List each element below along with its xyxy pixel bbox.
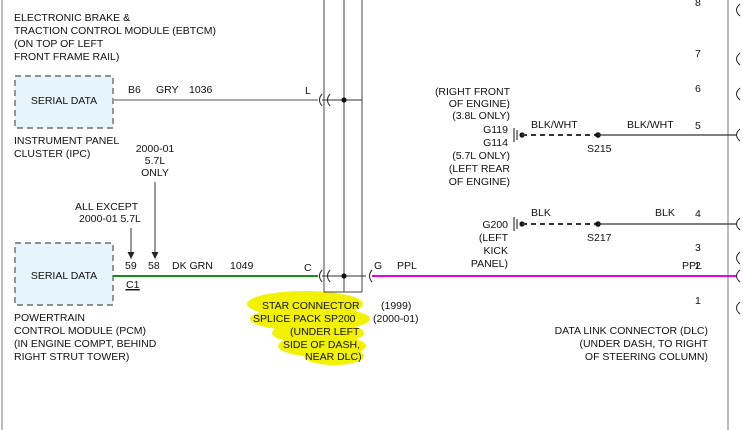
ground1-note-6: OF ENGINE) <box>449 176 510 188</box>
pcm-note-a-arrowhead <box>151 252 159 259</box>
ipc-box-label: SERIAL DATA <box>31 95 97 107</box>
ground1-wire-left: BLK/WHT <box>531 119 578 131</box>
pcm-note-b-1: ALL EXCEPT <box>75 201 139 213</box>
dlc-pin-1: 1 <box>695 295 701 307</box>
pcm-pin-b: 58 <box>148 260 160 272</box>
splice-out-color: PPL <box>397 260 417 272</box>
dlc-caption-2: (UNDER DASH, TO RIGHT <box>579 338 708 350</box>
s215-label: S215 <box>587 143 612 155</box>
splice-year-2000: (2000-01) <box>373 313 419 325</box>
ebtcm-line-3: (ON TOP OF LEFT <box>14 38 104 50</box>
pcm-note-b-2: 2000-01 5.7L <box>79 213 141 225</box>
ground1-id-b: G114 <box>483 137 508 149</box>
ipc-caption-1: INSTRUMENT PANEL <box>14 135 119 147</box>
pcm-caption-4: RIGHT STRUT TOWER) <box>14 351 129 363</box>
splice-out-pin: G <box>374 260 382 272</box>
pcm-box-label: SERIAL DATA <box>31 270 97 282</box>
dlc-pin-marks <box>736 3 741 315</box>
pcm-splice-dot <box>341 273 347 279</box>
pcm-connector-id: C1 <box>126 279 140 291</box>
pcm-note-a-2: 5.7L <box>145 155 166 167</box>
ipc-circuit: 1036 <box>189 84 213 96</box>
ipc-pin: B6 <box>128 84 141 96</box>
ground1-note-5: (LEFT REAR <box>449 163 510 175</box>
pcm-serial-data-box <box>14 242 114 306</box>
ground2-note-2: KICK <box>483 245 508 257</box>
dlc-pin-3: 3 <box>695 242 701 254</box>
pcm-pin-a: 59 <box>125 260 137 272</box>
dlc-pin-5: 5 <box>695 120 701 132</box>
splice-label-4: SIDE OF DASH, <box>283 339 360 351</box>
ground1-note-4: (5.7L ONLY) <box>452 150 510 162</box>
pcm-caption-2: CONTROL MODULE (PCM) <box>14 325 146 337</box>
ipc-splice-dot <box>341 97 347 103</box>
ground1-wire-right: BLK/WHT <box>627 119 674 131</box>
dlc-caption-1: DATA LINK CONNECTOR (DLC) <box>555 325 708 337</box>
pcm-wire-color: DK GRN <box>172 260 213 272</box>
s217-label: S217 <box>587 232 612 244</box>
dlc-ppl-label: PPL <box>682 260 702 272</box>
splice-highlight <box>247 291 370 365</box>
pcm-note-a-1: 2000-01 <box>136 143 175 155</box>
dlc-pin-4: 4 <box>695 208 701 220</box>
ground2-id: G200 <box>482 219 508 231</box>
ebtcm-line-1: ELECTRONIC BRAKE & <box>14 12 130 24</box>
pcm-note-b-arrowhead <box>127 252 135 259</box>
pcm-caption-3: (IN ENGINE COMPT, BEHIND <box>14 338 157 350</box>
ground2-note-1: (LEFT <box>479 232 509 244</box>
splice-label-3: (UNDER LEFT <box>290 326 360 338</box>
splice-year-1999: (1999) <box>381 300 411 312</box>
ground2-note-3: PANEL) <box>471 258 508 270</box>
pcm-caption-1: POWERTRAIN <box>14 312 85 324</box>
ground1-id-a: G119 <box>483 124 508 136</box>
dlc-pin-2: 2 <box>695 260 701 272</box>
ipc-wire-color: GRY <box>156 84 179 96</box>
dlc-caption-3: OF STEERING COLUMN) <box>585 351 708 363</box>
pcm-conn-pin: C <box>304 262 312 274</box>
pcm-circuit: 1049 <box>230 260 254 272</box>
pcm-connector-mark <box>319 269 323 283</box>
ground2-wire-right: BLK <box>655 207 675 219</box>
ipc-conn-pin: L <box>305 85 311 97</box>
pcm-note-a-3: ONLY <box>141 167 169 179</box>
ipc-serial-data-box <box>14 75 114 129</box>
ipc-connector-mark <box>319 93 323 107</box>
dlc-pin-7: 7 <box>695 48 701 60</box>
ground1-note-1: (RIGHT FRONT <box>435 86 511 98</box>
dlc-pin-8: 8 <box>695 0 701 9</box>
splice-label-1: STAR CONNECTOR <box>262 300 360 312</box>
splice-label-2: SPLICE PACK SP200 <box>253 313 356 325</box>
dlc-pin-6: 6 <box>695 83 701 95</box>
ground2-wire-left: BLK <box>531 207 551 219</box>
splice-out-mark <box>369 269 373 283</box>
ebtcm-line-2: TRACTION CONTROL MODULE (EBTCM) <box>14 25 216 37</box>
ipc-caption-2: CLUSTER (IPC) <box>14 148 90 160</box>
ground1-note-2: OF ENGINE) <box>449 98 510 110</box>
ground1-note-3: (3.8L ONLY) <box>452 110 510 122</box>
splice-label-5: NEAR DLC) <box>305 351 362 363</box>
ebtcm-line-4: FRONT FRAME RAIL) <box>14 51 119 63</box>
